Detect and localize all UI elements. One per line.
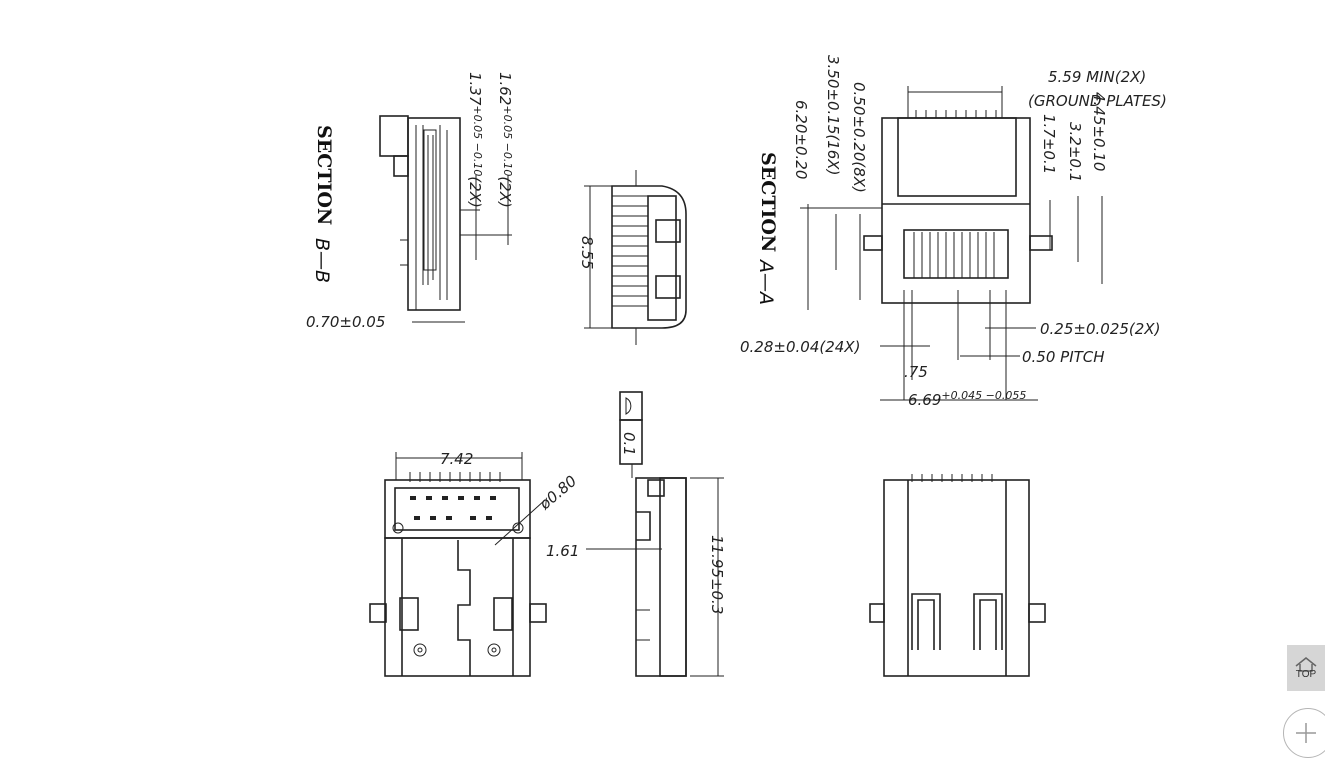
dim-0-75: .75 xyxy=(904,363,928,381)
dim-0-70: 0.70±0.05 xyxy=(306,313,385,331)
pad-row xyxy=(410,496,496,520)
dim-0-28: 0.28±0.04(24X) xyxy=(740,338,860,356)
dim-1-7: 1.7±0.1 xyxy=(1040,114,1058,174)
front-view: 8.55 xyxy=(578,170,687,345)
top-view: 7.42 ø0.80 xyxy=(369,450,580,677)
section-aa-label: A—A xyxy=(755,258,777,305)
dim-0-80-dia: ø0.80 xyxy=(535,472,580,514)
dim-4-45: 4.45±0.10 xyxy=(1090,92,1108,171)
aa-top-teeth xyxy=(915,110,997,118)
section-bb-title: SECTION xyxy=(313,125,335,225)
section-aa-view: SECTION A—A xyxy=(740,55,1167,409)
dim-3-50: 3.50±0.15(16X) xyxy=(824,55,842,175)
plus-icon xyxy=(1296,723,1316,743)
dim-6-69: 6.69+0.045 −0.055 xyxy=(908,389,1026,409)
aa-contacts xyxy=(913,232,995,278)
dim-ground-plates: (GROUND PLATES) xyxy=(1028,92,1167,110)
dim-1-61: 1.61 xyxy=(546,542,579,560)
dim-11-95: 11.95±0.3 xyxy=(708,535,726,614)
dim-1-37: 1.37+0.05 −0.10(2X) xyxy=(466,72,484,208)
dim-1-62: 1.62+0.05 −0.10(2X) xyxy=(496,72,514,208)
side-view: 0.1 1.61 11.95±0.3 xyxy=(546,391,726,677)
section-bb-label: B—B xyxy=(311,238,333,283)
dim-0-50: 0.50±0.20(8X) xyxy=(850,82,868,193)
dim-5-59: 5.59 MIN(2X) xyxy=(1048,68,1146,86)
flatness-value: 0.1 xyxy=(620,432,638,456)
dim-0-50-pitch: 0.50 PITCH xyxy=(1022,348,1105,366)
zoom-in-button[interactable] xyxy=(1283,708,1325,758)
top-teeth xyxy=(409,472,501,482)
dim-7-42: 7.42 xyxy=(440,450,473,468)
section-aa-title: SECTION xyxy=(757,152,779,252)
bottom-view xyxy=(869,474,1046,677)
dim-3-2: 3.2±0.1 xyxy=(1066,122,1084,182)
home-icon xyxy=(1295,657,1317,672)
dim-8-55: 8.55 xyxy=(578,236,596,269)
back-to-top-label: TOP xyxy=(1295,669,1317,680)
front-pins xyxy=(612,195,648,307)
back-to-top-button[interactable]: TOP xyxy=(1287,645,1325,691)
dim-0-25: 0.25±0.025(2X) xyxy=(1040,320,1160,338)
section-bb-view: SECTION B—B 1.62+0.05 −0.10(2X) 1.37+0.0… xyxy=(306,72,514,331)
dim-6-20: 6.20±0.20 xyxy=(792,100,810,179)
bottom-teeth xyxy=(911,474,993,482)
